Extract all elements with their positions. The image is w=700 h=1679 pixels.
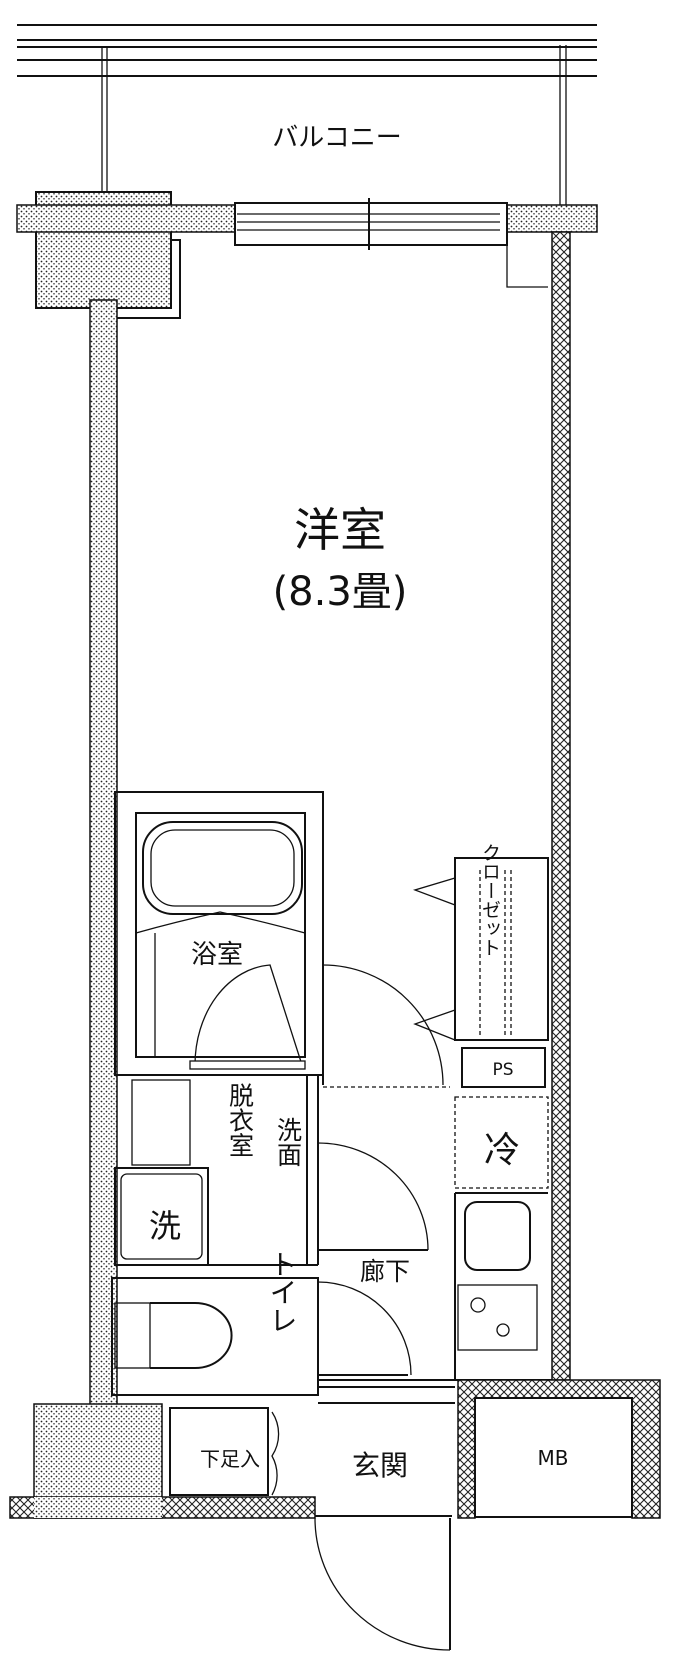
washing-machine-label: 洗 — [149, 1207, 181, 1245]
burner-icon — [496, 1323, 510, 1337]
refrigerator-label: 冷 — [484, 1130, 520, 1171]
western-room-label: 洋室 — [294, 503, 386, 557]
concrete-walls — [16, 191, 598, 1519]
burner-icon — [470, 1297, 486, 1313]
right-wall — [551, 231, 571, 1381]
balcony-label: バルコニー — [272, 123, 401, 153]
meter-box-label: MB — [538, 1446, 569, 1470]
toilet-room — [111, 1277, 412, 1396]
closet-door-lower[interactable] — [413, 1009, 456, 1041]
dressing-room-label: 脱衣室 — [226, 1083, 255, 1158]
stove — [457, 1284, 538, 1351]
toilet-bowl — [150, 1302, 233, 1369]
washbasin-label: 洗面 — [274, 1117, 303, 1167]
pipe-space-label: PS — [492, 1060, 513, 1080]
western-room-size: (8.3畳) — [273, 569, 408, 615]
entrance — [9, 1386, 455, 1651]
bathtub — [142, 821, 303, 915]
kitchen — [318, 1192, 552, 1381]
refrigerator-space — [454, 1096, 549, 1189]
shoe-box — [169, 1407, 269, 1496]
dressing-room — [114, 1074, 323, 1266]
closet — [412, 857, 549, 1041]
meter-box — [457, 1379, 661, 1519]
shoe-box-doors[interactable] — [271, 1411, 280, 1496]
toilet-label: トイレ — [266, 1250, 299, 1334]
pipe-space — [461, 1047, 546, 1088]
entrance-label: 玄関 — [352, 1449, 408, 1482]
closet-label: クローゼット — [479, 843, 501, 957]
bathroom-label: 浴室 — [191, 940, 243, 970]
balcony-railing — [17, 24, 597, 205]
shoe-box-label: 下足入 — [200, 1447, 260, 1471]
column-inner-line — [117, 239, 181, 319]
bathroom — [114, 791, 324, 1076]
balcony-window[interactable] — [234, 198, 508, 250]
bathroom-door[interactable] — [194, 964, 303, 1066]
notch-line — [506, 232, 548, 288]
washroom-door[interactable] — [317, 1142, 429, 1251]
closet-door-upper[interactable] — [412, 877, 456, 906]
hallway-label: 廊下 — [360, 1257, 410, 1286]
room-door[interactable] — [322, 964, 450, 1088]
sink — [464, 1201, 531, 1271]
